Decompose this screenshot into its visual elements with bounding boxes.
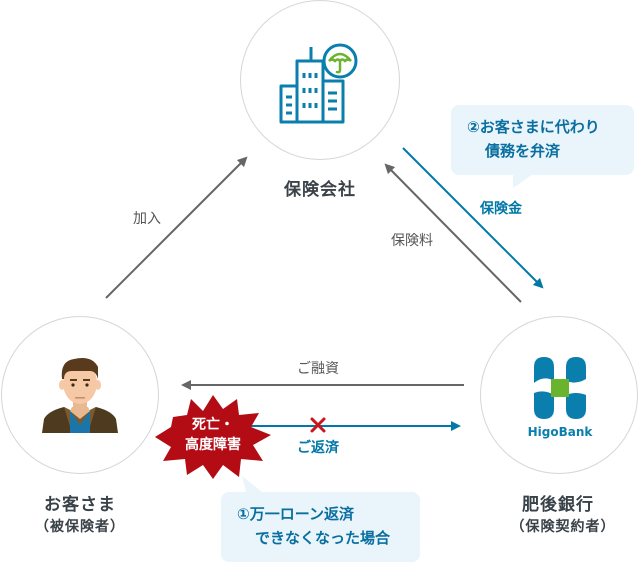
loan-label: ご融資: [297, 361, 339, 377]
bank-title: 肥後銀行: [522, 495, 594, 515]
blocked-x-icon: [310, 417, 326, 433]
step1-bubble-tail: [242, 476, 262, 492]
premium-label: 保険料: [391, 233, 433, 249]
repayment-label: ご返済: [297, 440, 339, 456]
step1-line1: ①万一ローン返済: [237, 505, 354, 523]
building-umbrella-icon: [279, 43, 358, 124]
higobank-logo-icon: [534, 357, 586, 419]
step1-bubble: ①万一ローン返済 できなくなった場合: [221, 492, 420, 562]
step2-line1: ②お客さまに代わり: [467, 118, 600, 136]
death-disability-burst: [155, 395, 271, 479]
payout-arrow: [402, 147, 544, 289]
burst-line2: 高度障害: [185, 437, 241, 453]
insurer-node: [240, 0, 400, 160]
step2-line2: 債務を弁済: [485, 142, 561, 160]
premium-arrow: [384, 163, 522, 303]
customer-node: [1, 316, 159, 474]
bank-subtitle: （保険契約者）: [510, 519, 616, 535]
higobank-logo-text: HigoBank: [527, 425, 593, 439]
customer-subtitle: （被保険者）: [35, 519, 125, 535]
step2-bubble-tail: [513, 174, 533, 188]
join-arrow: [105, 156, 248, 299]
bank-node: HigoBank: [480, 316, 638, 474]
step1-line2: できなくなった場合: [255, 529, 391, 547]
join-label: 加入: [133, 211, 161, 227]
insurer-title: 保険会社: [284, 180, 356, 200]
burst-line1: 死亡・: [192, 417, 234, 433]
customer-title: お客さま: [44, 495, 116, 515]
payout-label: 保険金: [480, 201, 522, 217]
man-avatar-icon: [42, 358, 118, 433]
burst-text: 死亡・ 高度障害: [166, 415, 260, 455]
step2-bubble: ②お客さまに代わり 債務を弁済: [451, 105, 634, 175]
